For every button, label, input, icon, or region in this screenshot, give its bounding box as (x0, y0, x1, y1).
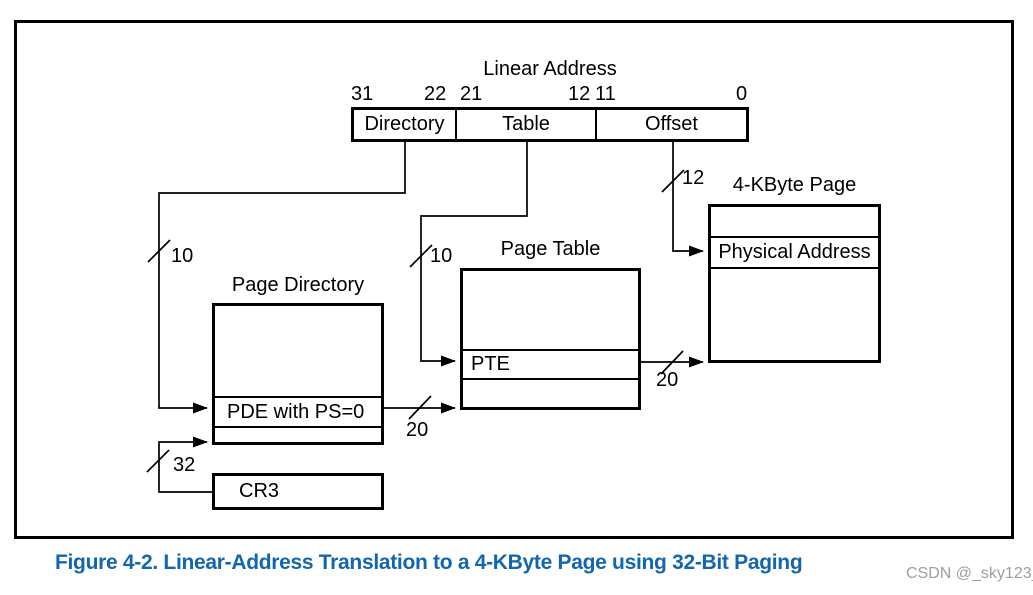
bit-label-0: 0 (736, 83, 748, 105)
bit-label-21: 21 (460, 83, 483, 105)
linear-address-segment-directory: Directory (364, 113, 445, 135)
pde-entry-row: PDE with PS=0 (215, 396, 381, 428)
linear-address-box: Directory Table Offset (351, 107, 749, 142)
bus-width-offset: 12 (682, 167, 705, 189)
4kbyte-page-title: 4-KByte Page (732, 174, 857, 196)
linear-address-segment-table: Table (455, 110, 595, 139)
page-directory-box: PDE with PS=0 (212, 303, 384, 445)
bus-width-cr3: 32 (173, 454, 196, 476)
diagram-frame (14, 20, 1014, 539)
bit-label-31: 31 (351, 83, 374, 105)
linear-address-segment-offset: Offset (595, 110, 746, 139)
bus-width-directory: 10 (171, 245, 194, 267)
bus-width-table: 10 (430, 245, 453, 267)
pte-entry-row: PTE (463, 349, 638, 380)
physical-address-row: Physical Address (711, 236, 878, 269)
bus-width-pte: 20 (656, 369, 679, 391)
page-directory-title: Page Directory (231, 274, 365, 296)
csdn-watermark: CSDN @_sky123_ (906, 565, 1033, 582)
page-table-title: Page Table (500, 238, 601, 260)
linear-address-title: Linear Address (483, 58, 617, 80)
bit-label-12: 12 (568, 83, 591, 105)
figure-caption: Figure 4-2. Linear-Address Translation t… (55, 551, 803, 574)
bit-label-22: 22 (424, 83, 447, 105)
bus-width-pde: 20 (406, 419, 429, 441)
page-table-box: PTE (460, 268, 641, 410)
bit-label-11: 11 (595, 83, 616, 105)
4kbyte-page-box: Physical Address (708, 204, 881, 363)
cr3-box: CR3 (212, 473, 384, 510)
